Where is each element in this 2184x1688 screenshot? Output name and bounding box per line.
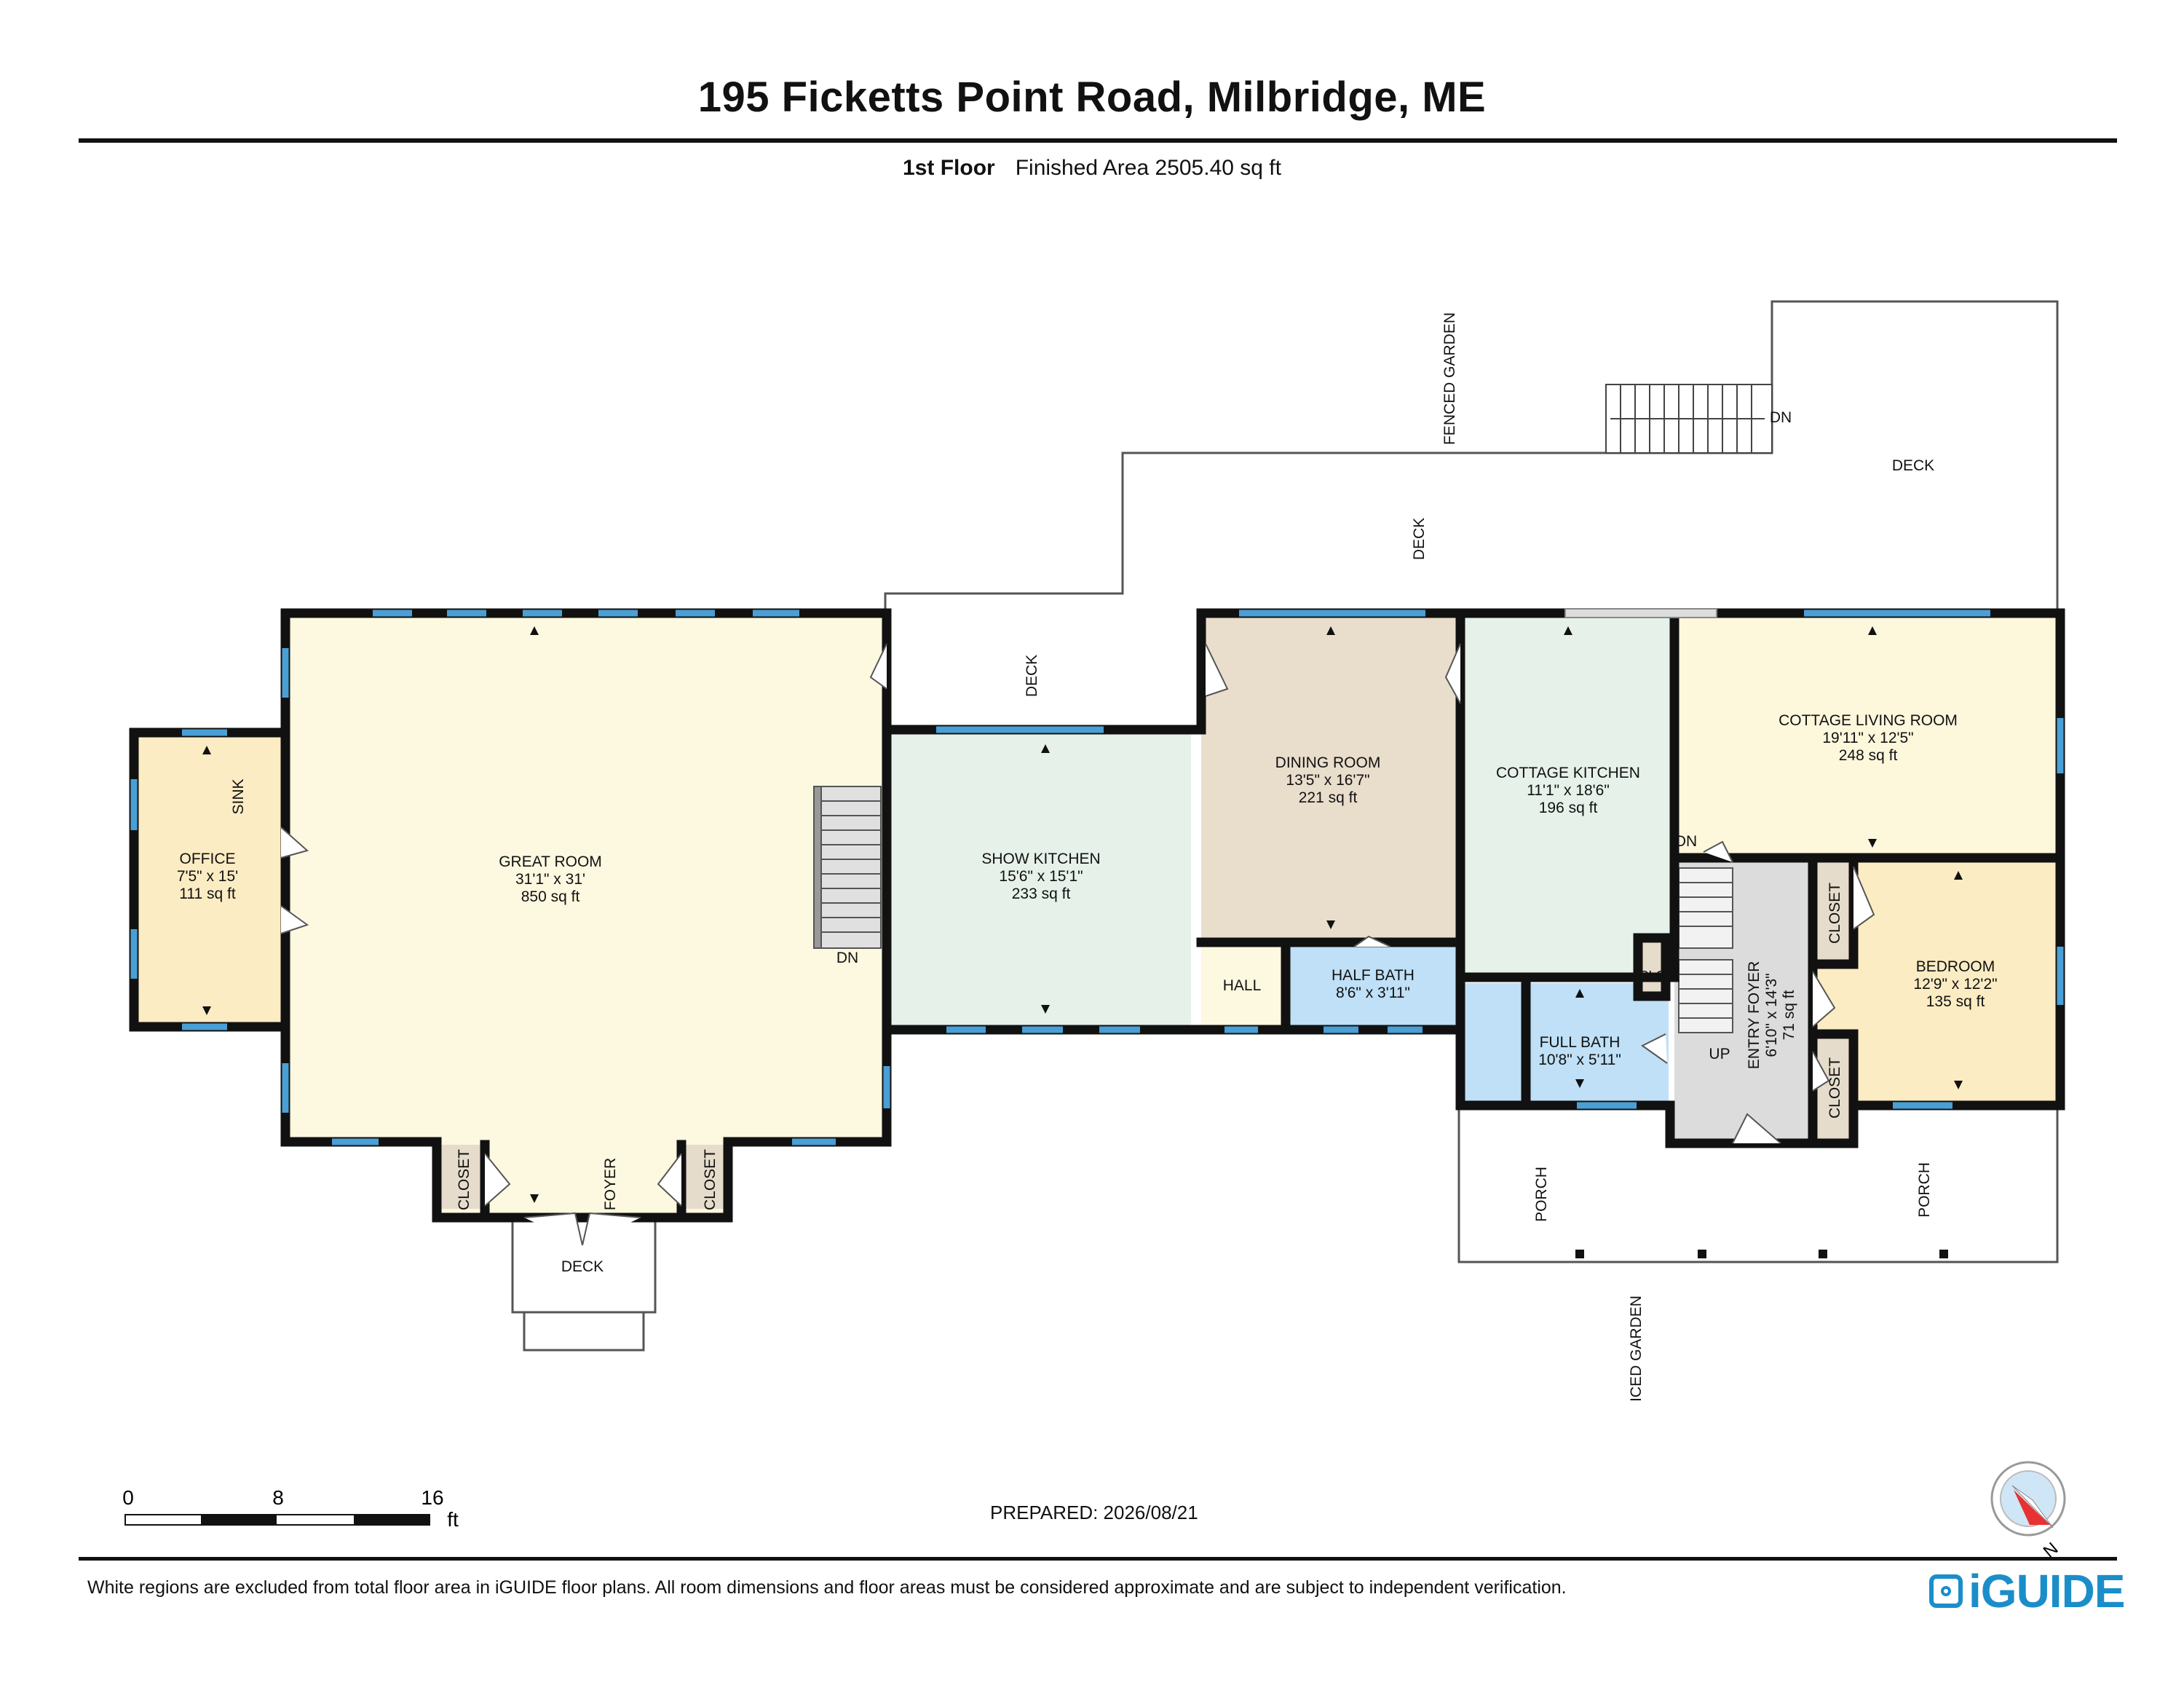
entry-stairs (1678, 867, 1733, 1033)
header-rule (79, 138, 2117, 143)
full-bath-dims: 10'8" x 5'11" (1538, 1052, 1621, 1068)
office-name: OFFICE (180, 851, 236, 867)
foyer-label: FOYER (602, 1158, 619, 1210)
half-bath-dims: 8'6" x 3'11" (1336, 985, 1410, 1001)
scale-unit: ft (447, 1508, 459, 1531)
room-hall (1201, 947, 1286, 1025)
room-full-bath (1465, 983, 1669, 1101)
porch-posts (1575, 1250, 1948, 1258)
half-bath-name: HALF BATH (1332, 967, 1415, 984)
bedroom-area: 135 sq ft (1926, 993, 1985, 1010)
sliding-door (1564, 608, 1717, 618)
deck-outlines (511, 300, 2059, 1352)
closet-bedroom-bottom (1817, 1038, 1853, 1139)
cottage-kitchen-name: COTTAGE KITCHEN (1496, 765, 1640, 781)
cottage-living-name: COTTAGE LIVING ROOM (1779, 712, 1958, 729)
sink-label: SINK (230, 778, 247, 814)
room-labels: OFFICE 7'5" x 15' 111 sq ft GREAT ROOM 3… (177, 409, 1998, 1275)
porch-label-right: PORCH (1916, 1162, 1933, 1218)
entry-foyer-name: ENTRY FOYER (1746, 961, 1762, 1070)
closet-label-bedroom-bottom: CLOSET (1827, 1057, 1843, 1119)
great-room-dims: 31'1" x 31' (515, 871, 585, 888)
closet-great-left (440, 1145, 485, 1209)
porch-label-left: PORCH (1533, 1167, 1550, 1222)
room-cottage-kitchen (1465, 618, 1674, 973)
floor-label: 1st Floor (903, 156, 995, 180)
deck-label-upper: DECK (1411, 518, 1428, 560)
clo-label: CLO (1639, 969, 1666, 983)
deck-stairs-dn-label: DN (1770, 409, 1792, 426)
closet-label-bedroom-top: CLOSET (1827, 883, 1843, 944)
prepared-date: PREPARED: 2026/08/21 (990, 1502, 1198, 1523)
compass-needle (2014, 1490, 2050, 1525)
cottage-living-dims: 19'11" x 12'5" (1822, 730, 1913, 746)
closet-label-right: CLOSET (702, 1149, 719, 1210)
entry-foyer-area: 71 sq ft (1781, 990, 1797, 1040)
front-deck-label: DECK (561, 1258, 604, 1275)
entry-dn-label: DN (1675, 833, 1697, 850)
scale-0: 0 (122, 1486, 134, 1509)
footer-rule (79, 1557, 2117, 1561)
office-dims: 7'5" x 15' (177, 868, 238, 885)
closet-great-right (681, 1145, 727, 1209)
bedroom-dims: 12'9" x 12'2" (1913, 976, 1997, 993)
iced-garden-label: ICED GARDEN (1628, 1295, 1645, 1402)
fenced-garden-label: FENCED GARDEN (1441, 312, 1458, 445)
dining-area: 221 sq ft (1299, 789, 1358, 806)
cottage-living-area: 248 sq ft (1839, 747, 1898, 764)
porch-outline (1457, 1103, 2059, 1263)
iguide-logo-icon (1929, 1574, 1963, 1608)
entry-up-label: UP (1709, 1046, 1730, 1062)
cottage-kitchen-dims: 11'1" x 18'6" (1527, 782, 1610, 799)
room-dining-room (1201, 618, 1456, 939)
dimension-arrows (202, 626, 1963, 1203)
closet-bedroom-top (1817, 862, 1853, 964)
full-bath-name: FULL BATH (1540, 1034, 1621, 1051)
stairs-dn-label: DN (836, 950, 858, 966)
cottage-kitchen-area: 196 sq ft (1539, 800, 1598, 816)
rear-deck-label-right: DECK (1892, 457, 1934, 474)
scale-16: 16 (421, 1486, 443, 1509)
closet-label-left: CLOSET (456, 1149, 472, 1210)
room-cottage-living (1674, 618, 2060, 858)
deck-label-middle: DECK (1024, 655, 1040, 697)
deck-stairs (1605, 384, 1773, 454)
great-room-name: GREAT ROOM (499, 853, 602, 870)
great-room-stairs (813, 786, 882, 949)
dining-name: DINING ROOM (1275, 754, 1381, 771)
show-kitchen-area: 233 sq ft (1012, 886, 1071, 902)
room-office (134, 733, 281, 1027)
compass: N (1990, 1461, 2066, 1562)
scale-8: 8 (272, 1486, 284, 1509)
rear-deck-outline (884, 300, 2059, 612)
dining-dims: 13'5" x 16'7" (1286, 772, 1369, 789)
bedroom-name: BEDROOM (1916, 958, 1995, 975)
iguide-logo-text: iGUIDE (1969, 1565, 2125, 1617)
entry-foyer-dims: 6'10" x 14'3" (1763, 973, 1780, 1057)
iguide-logo: iGUIDE (1929, 1564, 2125, 1618)
page-title: 195 Ficketts Point Road, Milbridge, ME (697, 74, 1487, 121)
office-area: 111 sq ft (179, 886, 236, 902)
room-show-kitchen (890, 734, 1191, 1025)
windows (130, 610, 2064, 1145)
deck-step-outline (523, 1311, 645, 1352)
floor-subtitle: 1st Floor Finished Area 2505.40 sq ft (0, 156, 2184, 181)
great-room-area: 850 sq ft (521, 888, 580, 905)
doors (280, 643, 1875, 1246)
room-great-room (285, 618, 882, 1137)
show-kitchen-name: SHOW KITCHEN (981, 851, 1100, 867)
hall-label: HALL (1223, 977, 1262, 994)
room-half-bath (1290, 947, 1456, 1025)
disclaimer: White regions are excluded from total fl… (87, 1577, 1567, 1598)
scale-bar: 0 8 16 ft (122, 1486, 459, 1531)
show-kitchen-dims: 15'6" x 15'1" (999, 868, 1083, 885)
finished-area: Finished Area 2505.40 sq ft (1015, 156, 1281, 180)
